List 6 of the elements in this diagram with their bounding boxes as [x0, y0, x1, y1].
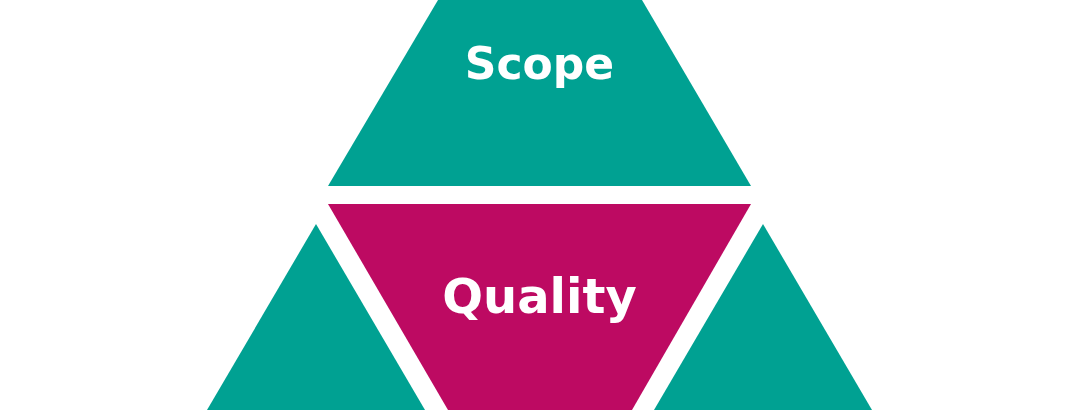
inverted-trapezoid-panel [328, 204, 751, 410]
panel-label: Quality [441, 268, 638, 324]
panel-label: Scope [463, 38, 616, 89]
triangle-shape [207, 224, 425, 410]
trapezoid-panel [328, 0, 751, 186]
triangle-shape [654, 224, 872, 410]
